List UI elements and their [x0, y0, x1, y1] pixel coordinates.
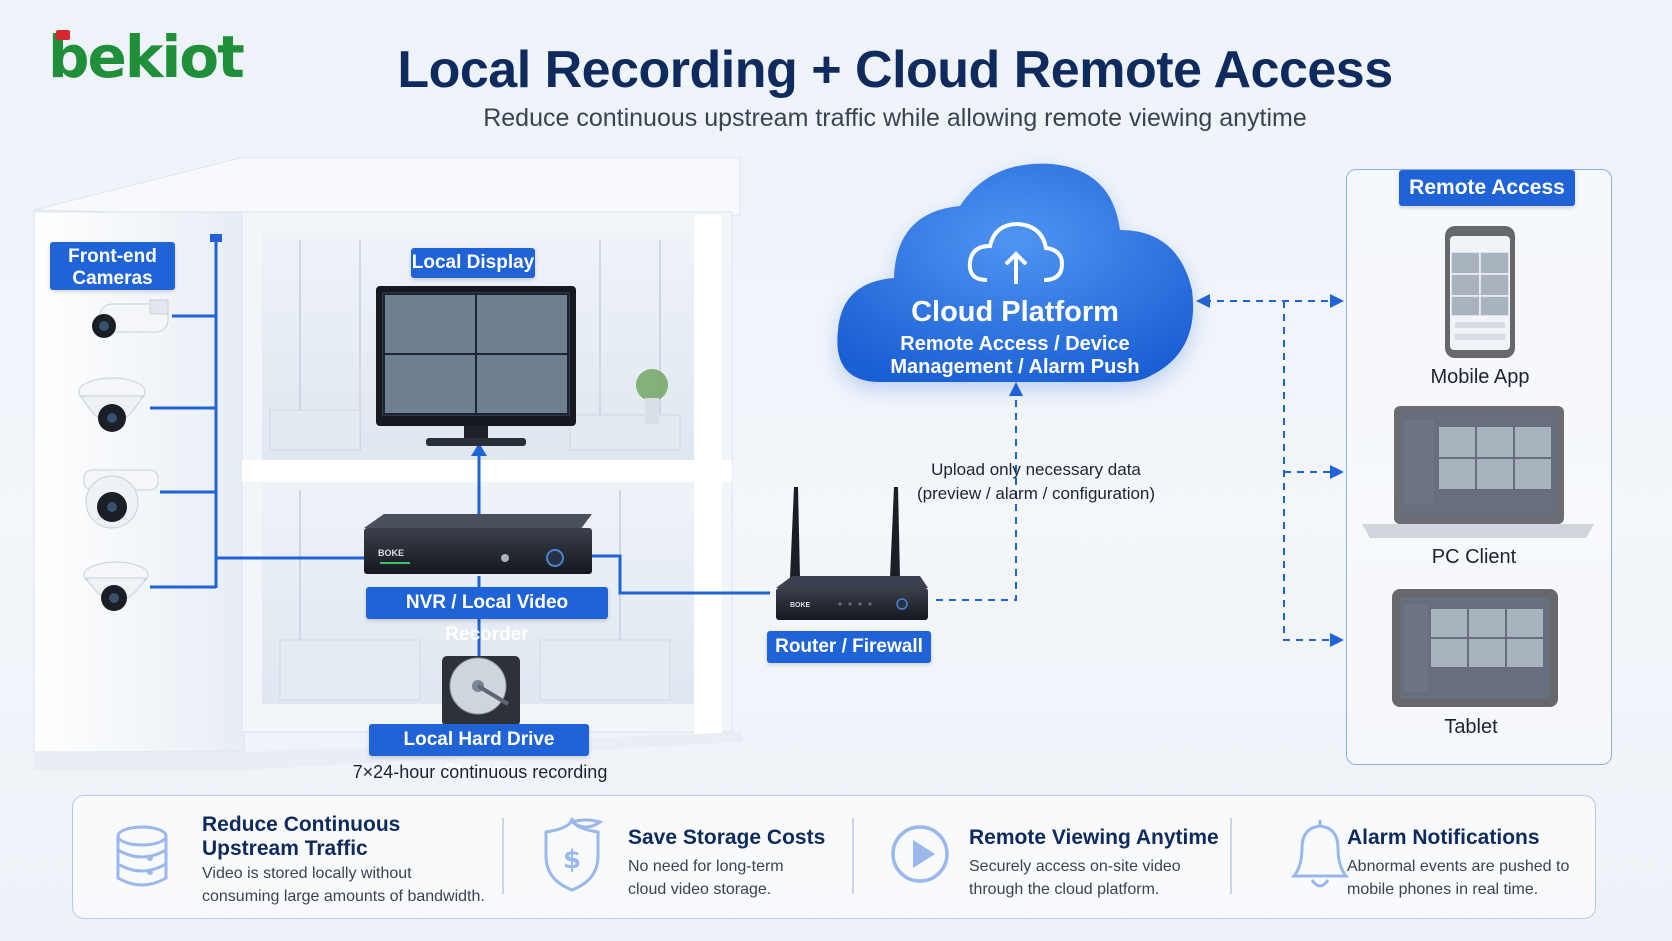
feature-divider	[502, 818, 504, 894]
feature-title: Reduce Continuous Upstream Traffic	[202, 813, 401, 861]
feature-reduce-traffic: Reduce Continuous Upstream Traffic Video…	[202, 813, 492, 908]
feature-alarm-notifications: Alarm Notifications Abnormal events are …	[1347, 826, 1587, 901]
feature-title: Remote Viewing Anytime	[969, 826, 1219, 849]
arrow-to-pc	[1330, 465, 1344, 479]
arrow-to-cloud	[1009, 382, 1023, 396]
cameras-label: Front-end Cameras	[50, 242, 175, 290]
logo-accent-mark	[56, 30, 70, 40]
feature-storage-costs: Save Storage Costs No need for long-term…	[628, 826, 838, 901]
local-display-monitor	[376, 286, 576, 446]
nvr-label: NVR / Local Video Recorder	[366, 587, 608, 645]
feature-divider	[852, 818, 854, 894]
camera-dome-2	[83, 561, 149, 611]
device-label-mobile: Mobile App	[1430, 366, 1530, 388]
router-device	[776, 487, 928, 620]
feature-description: No need for long-term cloud video storag…	[628, 858, 784, 898]
router-label: Router / Firewall	[767, 631, 931, 663]
feature-divider	[1230, 818, 1232, 894]
arrow-to-mobile	[1330, 294, 1344, 308]
remote-access-label: Remote Access	[1399, 170, 1575, 206]
feature-bar	[72, 795, 1596, 919]
camera-turret	[83, 469, 159, 529]
page-title: Local Recording + Cloud Remote Access	[397, 41, 1393, 99]
device-label-tablet: Tablet	[1444, 716, 1498, 738]
feature-description: Securely access on-site video through th…	[969, 858, 1181, 898]
cloud-platform-subtitle: Remote Access / Device Management / Alar…	[890, 333, 1140, 378]
camera-wiring	[150, 238, 770, 660]
laptop-pc	[1362, 406, 1594, 538]
hard-drive	[442, 656, 520, 726]
wiring-junction	[210, 234, 222, 242]
arrow-to-cloud-left	[1196, 294, 1210, 308]
feature-title: Save Storage Costs	[628, 826, 826, 849]
arrow-to-tablet	[1330, 633, 1344, 647]
device-label-pc: PC Client	[1431, 546, 1517, 568]
local-display-label: Local Display	[411, 248, 535, 278]
camera-bullet	[92, 299, 169, 338]
logo-text: bekiot	[48, 23, 245, 91]
feature-description: Abnormal events are pushed to mobile pho…	[1347, 858, 1570, 898]
router-brand: BOKE	[790, 602, 811, 609]
upload-note: Upload only necessary data (preview / al…	[916, 460, 1156, 503]
page-subtitle: Reduce continuous upstream traffic while…	[483, 104, 1307, 132]
brand-logo: bekiot	[48, 28, 245, 86]
remote-access-paths	[1204, 300, 1336, 641]
remote-access-panel	[1346, 169, 1612, 765]
upload-path	[936, 392, 1017, 601]
feature-description: Video is stored locally without consumin…	[202, 865, 485, 905]
camera-dome-1	[78, 377, 146, 432]
arrow-to-display	[471, 443, 487, 456]
cloud-platform-title: Cloud Platform	[911, 296, 1119, 328]
cloud-upload-icon	[967, 221, 1065, 284]
mobile-phone	[1445, 226, 1515, 358]
hdd-caption: 7×24-hour continuous recording	[352, 762, 608, 782]
feature-title: Alarm Notifications	[1347, 826, 1540, 849]
hdd-label: Local Hard Drive Storage	[369, 724, 589, 782]
tablet-device	[1392, 589, 1558, 707]
feature-remote-viewing: Remote Viewing Anytime Securely access o…	[969, 826, 1219, 901]
nvr-device	[364, 514, 592, 574]
nvr-brand: BOKE	[378, 548, 404, 558]
